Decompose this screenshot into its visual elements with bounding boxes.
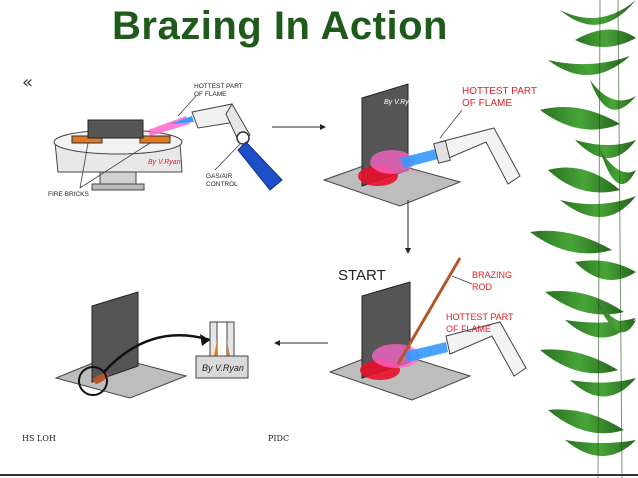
p1-bricks-label: FIRE BRICKS bbox=[48, 191, 89, 198]
p2-hottest-label-line1: HOTTEST PART bbox=[462, 86, 537, 97]
p1-gas-label-line2: CONTROL bbox=[206, 181, 238, 188]
arrow-down-icon bbox=[405, 200, 411, 254]
arrow-left-icon bbox=[274, 340, 328, 346]
arrow-right-icon bbox=[272, 124, 326, 130]
p3-start-label: START bbox=[338, 267, 386, 284]
footer-right: PIDC bbox=[268, 434, 290, 443]
p3-rod-label-line1: BRAZING bbox=[472, 270, 512, 280]
p3-rod-label-line2: ROD bbox=[472, 282, 493, 292]
p3-hottest-label-line1: HOTTEST PART bbox=[446, 312, 514, 322]
bottom-rule bbox=[0, 474, 638, 476]
p1-gas-label-line1: GAS/AIR bbox=[206, 173, 233, 180]
slide-title: Brazing In Action bbox=[112, 4, 448, 48]
p1-credit: By V.Ryan bbox=[148, 159, 181, 166]
back-nav-icon[interactable]: « bbox=[22, 72, 34, 93]
p1-hottest-label-line1: HOTTEST PART bbox=[194, 83, 243, 90]
p4-credit: By V.Ryan bbox=[202, 363, 244, 373]
p1-hottest-label-line2: OF FLAME bbox=[194, 91, 227, 98]
p2-credit: By V.Ryan bbox=[384, 99, 417, 106]
footer-left: HS LOH bbox=[22, 434, 56, 443]
p3-hottest-label-line2: OF FLAME bbox=[446, 324, 491, 334]
p2-hottest-label-line2: OF FLAME bbox=[462, 98, 512, 109]
